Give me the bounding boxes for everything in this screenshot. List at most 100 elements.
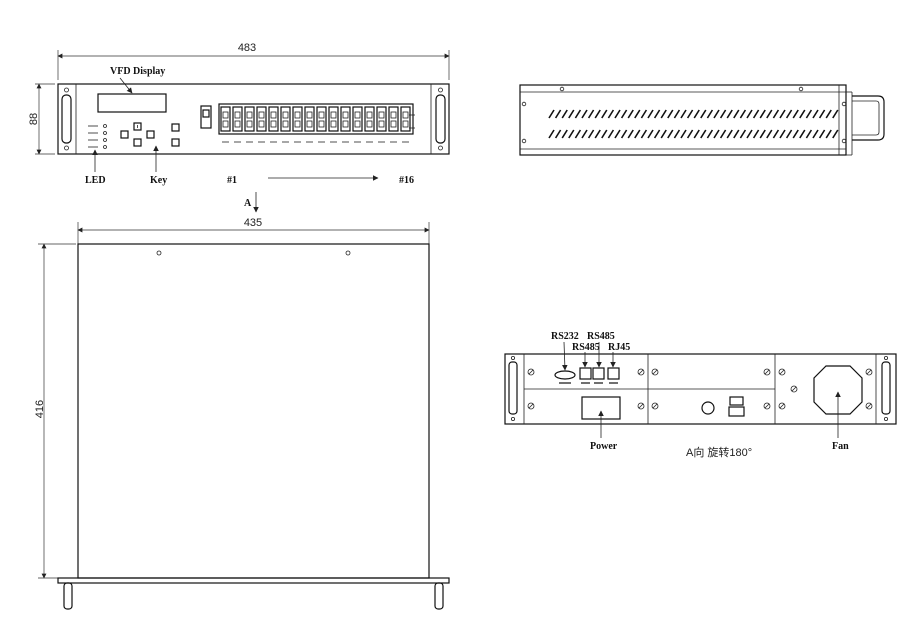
rj45-port xyxy=(607,367,620,380)
rs232-connector xyxy=(554,370,576,380)
rs485-port-2 xyxy=(592,367,605,380)
port-connector xyxy=(234,111,241,119)
port-module xyxy=(352,106,363,132)
port-connector xyxy=(390,111,397,119)
port-connector xyxy=(354,111,361,119)
rs485-port-1 xyxy=(579,367,592,380)
vent-slot xyxy=(680,129,687,139)
port-module xyxy=(292,106,303,132)
vent-slot xyxy=(561,129,568,139)
vent-slot xyxy=(581,109,588,119)
rs485-label-1: RS485 xyxy=(572,342,600,353)
vent-slot xyxy=(568,129,575,139)
vent-slot xyxy=(733,129,740,139)
power-label: Power xyxy=(590,441,618,452)
vent-slot xyxy=(587,109,595,119)
port-module xyxy=(376,106,387,132)
vent-slot xyxy=(818,129,826,139)
top-depth-dimension: 416 xyxy=(34,400,46,418)
vent-slot xyxy=(594,129,601,139)
vent-slot xyxy=(693,109,700,119)
rear-view-caption: A向 旋转180° xyxy=(686,445,752,459)
top-view-outline xyxy=(77,243,430,579)
port-connector xyxy=(222,120,229,128)
first-port-label: #1 xyxy=(227,175,237,186)
port-connector xyxy=(282,111,289,119)
rj45-label: RJ45 xyxy=(608,342,630,353)
vent-slot xyxy=(667,109,674,119)
port-connector xyxy=(402,120,409,128)
vent-slot xyxy=(779,109,786,119)
port-connector xyxy=(378,111,385,119)
vent-slot xyxy=(706,109,714,119)
vent-slot xyxy=(640,129,648,139)
vent-slot xyxy=(601,109,608,119)
vent-slot xyxy=(799,129,806,139)
vent-slot xyxy=(726,129,733,139)
front-ear-strip xyxy=(57,577,450,584)
ventilation-slots xyxy=(548,109,839,139)
port-module xyxy=(280,106,291,132)
vent-slot xyxy=(554,129,562,139)
side-handle xyxy=(852,95,885,141)
port-module xyxy=(244,106,255,132)
port-module xyxy=(388,106,399,132)
view-a-marker: A xyxy=(244,192,259,213)
right-rack-handle xyxy=(435,94,446,144)
port-connector xyxy=(366,120,373,128)
vfd-display xyxy=(97,93,167,113)
vent-slot xyxy=(620,109,628,119)
port-connector xyxy=(378,120,385,128)
fan-grille xyxy=(813,365,863,415)
vent-slot xyxy=(719,109,727,119)
vent-slot xyxy=(818,109,826,119)
vent-slot xyxy=(805,109,813,119)
vent-slot xyxy=(640,109,648,119)
front-height-dimension: 88 xyxy=(28,113,40,125)
vent-slot xyxy=(759,109,766,119)
port-module xyxy=(316,106,327,132)
port-connector xyxy=(270,120,277,128)
vent-slot xyxy=(673,129,681,139)
vent-slot xyxy=(752,129,760,139)
vent-slot xyxy=(766,129,773,139)
rear-panel-outline xyxy=(504,353,897,425)
vent-slot xyxy=(752,109,760,119)
vent-slot xyxy=(660,129,667,139)
vent-slot xyxy=(805,129,813,139)
port-connector xyxy=(402,111,409,119)
rear-view: RS232 RS485 RS485 RJ45 Power Fan A向 旋转18… xyxy=(504,331,897,459)
front-panel-outline xyxy=(57,83,450,155)
vent-slot xyxy=(634,129,641,139)
fan-label: Fan xyxy=(832,441,849,452)
vent-slot xyxy=(686,129,694,139)
vent-slot xyxy=(653,129,661,139)
port-connector xyxy=(246,111,253,119)
vent-slot xyxy=(759,129,766,139)
vent-slot xyxy=(766,109,773,119)
port-module xyxy=(304,106,315,132)
vent-slot xyxy=(779,129,786,139)
vent-slot xyxy=(634,109,641,119)
vent-slot xyxy=(772,109,780,119)
vent-slot xyxy=(706,129,714,139)
port-connector xyxy=(294,111,301,119)
vent-slot xyxy=(614,109,621,119)
port-connector xyxy=(294,120,301,128)
vent-slot xyxy=(832,129,839,139)
vent-slot xyxy=(607,129,615,139)
port-module xyxy=(232,106,243,132)
port-module xyxy=(220,106,231,132)
port-connector xyxy=(318,111,325,119)
vent-slot xyxy=(601,129,608,139)
vent-slot xyxy=(680,109,687,119)
vent-slot xyxy=(647,109,654,119)
vent-slot xyxy=(594,109,601,119)
port-connector xyxy=(258,111,265,119)
port-module xyxy=(400,106,411,132)
vent-slot xyxy=(627,109,634,119)
port-connector xyxy=(234,120,241,128)
vent-slot xyxy=(568,109,575,119)
port-module-row xyxy=(218,103,414,143)
